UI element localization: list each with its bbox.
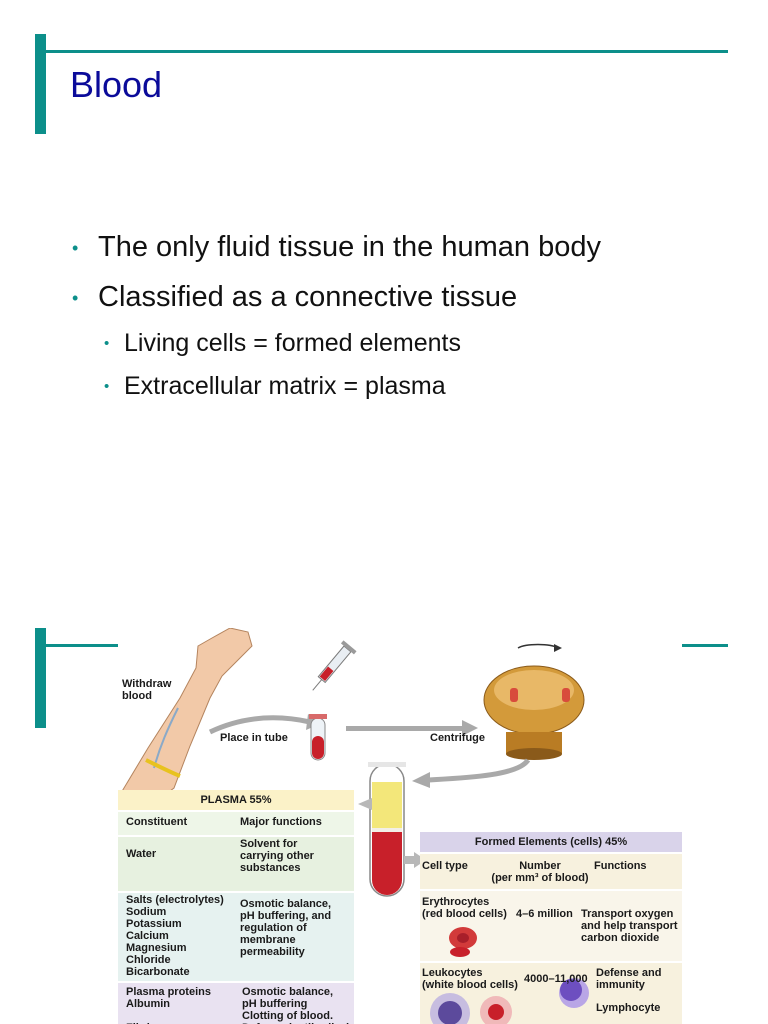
accent-line [682, 644, 728, 647]
leukocyte-icon [430, 993, 512, 1024]
plasma-water: Water [126, 848, 157, 860]
bullet-dot-icon: • [72, 238, 79, 258]
bullet-list: • The only fluid tissue in the human bod… [70, 222, 728, 408]
formed-col-functions: Functions [594, 860, 647, 872]
plasma-col-functions: Major functions [240, 816, 322, 828]
plasma-water-functions: Solvent for carrying other substances [240, 838, 314, 874]
accent-line [46, 644, 118, 647]
erythrocyte-icon [449, 927, 477, 957]
lymphocyte-label: Lymphocyte [596, 1002, 661, 1014]
sub-bullet-item: • Extracellular matrix = plasma [70, 365, 728, 408]
bullet-item: • Classified as a connective tissue [70, 272, 728, 322]
leukocytes-label: Leukocytes (white blood cells) [422, 967, 518, 991]
bullet-text: The only fluid tissue in the human body [98, 231, 601, 263]
separated-blood-tube-icon [368, 762, 406, 897]
step-withdraw-label: Withdraw blood [122, 678, 172, 702]
centrifuge-icon [483, 643, 585, 760]
bullet-text: Classified as a connective tissue [98, 281, 518, 313]
bullet-dot-icon: • [104, 335, 110, 352]
arm-illustration [118, 628, 253, 801]
sub-bullet-text: Extracellular matrix = plasma [124, 372, 446, 400]
erythrocytes-functions: Transport oxygen and help transport carb… [581, 908, 678, 944]
blood-composition-figure: Withdraw blood Place in tube Centrifuge … [118, 628, 682, 1024]
formed-elements-header: Formed Elements (cells) 45% [420, 832, 682, 852]
sub-bullet-item: • Living cells = formed elements [70, 322, 728, 365]
bullet-item: • The only fluid tissue in the human bod… [70, 222, 728, 272]
syringe-icon [312, 640, 357, 691]
step-centrifuge-label: Centrifuge [430, 732, 485, 744]
sub-bullet-text: Living cells = formed elements [124, 329, 461, 357]
bullet-dot-icon: • [72, 288, 79, 308]
plasma-salts-functions: Osmotic balance, pH buffering, and regul… [240, 898, 332, 958]
slide-title: Blood [70, 64, 163, 105]
accent-line [46, 50, 728, 53]
slide-blood: Blood • The only fluid tissue in the hum… [35, 34, 728, 408]
plasma-proteins-functions: Osmotic balance, pH buffering Clotting o… [242, 986, 353, 1024]
formed-col-number: Number (per mm³ of blood) [491, 860, 589, 884]
leukocytes-number: 4000–11,000 [524, 973, 588, 985]
accent-bar [35, 628, 46, 728]
plasma-col-constituent: Constituent [126, 816, 188, 828]
leukocytes-functions: Defense and immunity [596, 967, 662, 991]
bullet-dot-icon: • [104, 378, 110, 395]
formed-col-type: Cell type [422, 860, 468, 872]
figure-artwork [118, 628, 682, 1024]
accent-bar [35, 34, 46, 134]
slide-blood-composition: Withdraw blood Place in tube Centrifuge … [0, 512, 768, 1024]
plasma-header: PLASMA 55% [118, 790, 354, 810]
erythrocytes-number: 4–6 million [516, 908, 573, 920]
step-place-label: Place in tube [220, 732, 288, 744]
plasma-salts: Salts (electrolytes) Sodium Potassium Ca… [126, 894, 224, 978]
plasma-proteins: Plasma proteins Albumin Fibrinogen [126, 986, 211, 1024]
erythrocytes-label: Erythrocytes (red blood cells) [422, 896, 507, 920]
lymphocyte-icon [559, 978, 589, 1008]
test-tube-icon [309, 714, 327, 761]
